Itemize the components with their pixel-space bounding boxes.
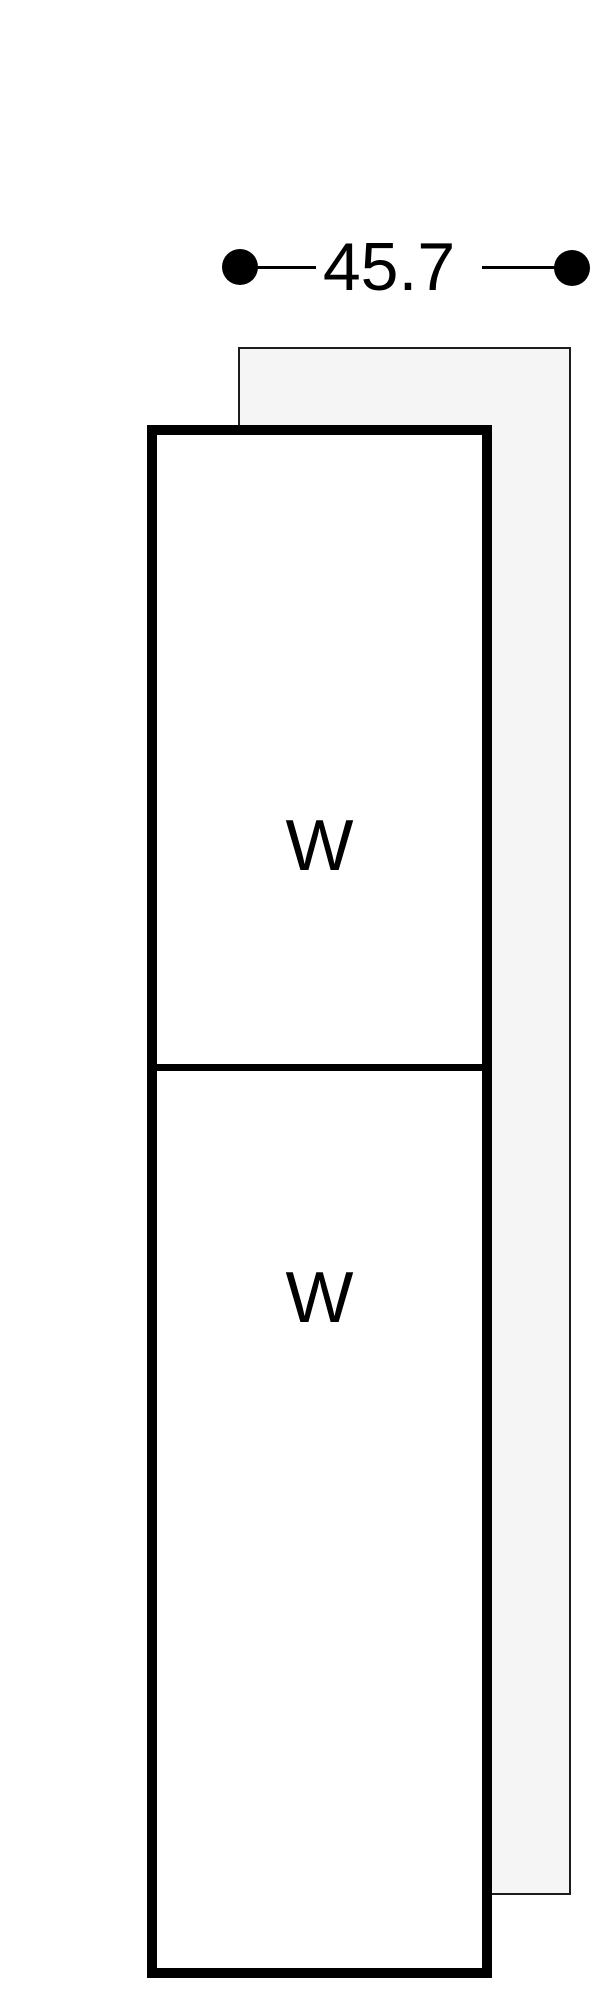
appliance-outline	[147, 425, 492, 1978]
compartment-divider-line	[157, 1064, 482, 1071]
dimension-leader-line-left	[240, 266, 316, 269]
dimension-endpoint-dot-right	[554, 250, 590, 286]
dimension-value-label: 45.7	[322, 229, 456, 305]
dimension-leader-line-right	[482, 266, 572, 269]
compartment-label-lower: W	[285, 1258, 354, 1338]
compartment-label-upper: W	[285, 806, 354, 886]
dimension-endpoint-dot-left	[222, 249, 258, 285]
